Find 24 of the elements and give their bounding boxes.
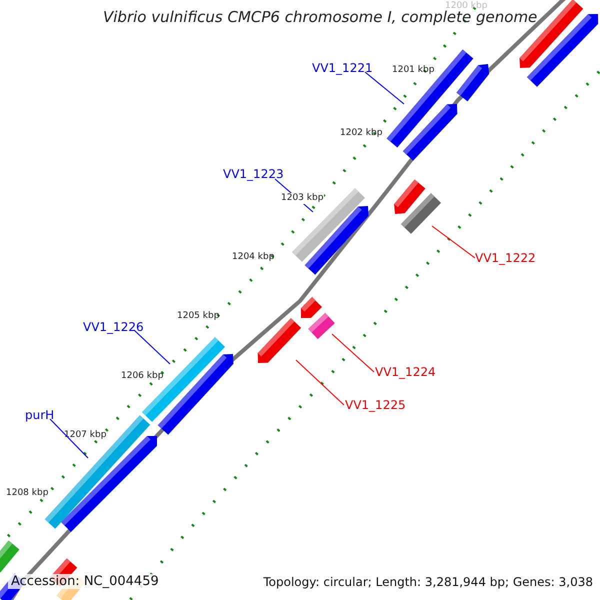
gene-label: VV1_1226 [83, 321, 144, 333]
gene-label: VV1_1223 [223, 168, 284, 180]
map-title: Vibrio vulnificus CMCP6 chromosome I, complete genome [103, 10, 538, 25]
gene-segment [308, 312, 335, 340]
leader-line [364, 72, 404, 104]
leader-line [296, 360, 344, 406]
gene-segment [400, 193, 442, 234]
leader-line [332, 334, 374, 372]
scale-label: 1203 kbp [280, 193, 324, 204]
scale-label: 1206 kbp [121, 372, 164, 381]
leader-line [50, 418, 88, 458]
gene-segment [142, 337, 226, 422]
leader-line [134, 330, 170, 364]
gene-label: VV1_1222 [475, 252, 536, 264]
scale-label: 1200 kbp [445, 2, 488, 11]
leader-line [432, 226, 476, 258]
gene-label: VV1_1224 [375, 366, 436, 378]
scale-label: 1201 kbp [392, 66, 434, 75]
gene-label: VV1_1225 [345, 399, 406, 411]
gene-label: purH [25, 409, 54, 421]
gene-segment [258, 318, 302, 363]
gene-label: VV1_1221 [312, 62, 373, 74]
scale-label: 1208 kbp [6, 489, 48, 498]
scale-label: 1207 kbp [64, 431, 106, 440]
